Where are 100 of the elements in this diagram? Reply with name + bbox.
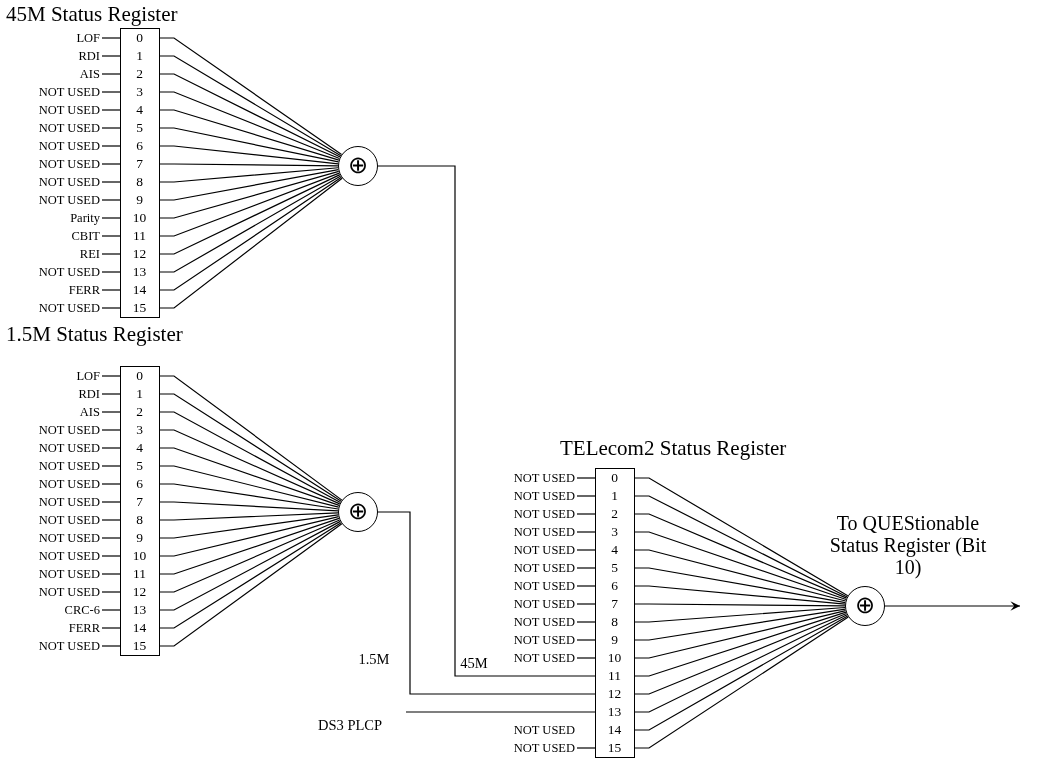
connector-line bbox=[159, 169, 339, 201]
register-title: 45M Status Register bbox=[6, 2, 178, 26]
connector-line bbox=[634, 611, 847, 677]
signal-label: NOT USED bbox=[495, 560, 575, 576]
bit-number: 13 bbox=[121, 263, 158, 281]
signal-label: NOT USED bbox=[20, 548, 100, 564]
bit-number: 9 bbox=[121, 191, 158, 209]
bit-number: 13 bbox=[121, 601, 158, 619]
signal-label: NOT USED bbox=[20, 120, 100, 136]
connector-line bbox=[634, 531, 847, 601]
connector-line bbox=[101, 393, 121, 395]
connector-line bbox=[159, 429, 341, 505]
connector-line bbox=[159, 522, 342, 629]
connector-line bbox=[159, 73, 341, 158]
connector-line bbox=[159, 501, 339, 512]
connector-line bbox=[159, 447, 340, 507]
register-title: 1.5M Status Register bbox=[6, 322, 183, 346]
connector-line bbox=[101, 109, 121, 111]
bit-number: 10 bbox=[596, 649, 633, 667]
connector-line bbox=[159, 514, 339, 539]
signal-label: REI bbox=[20, 246, 100, 262]
connector-line bbox=[576, 531, 596, 533]
signal-label: NOT USED bbox=[495, 650, 575, 666]
connector-line bbox=[101, 37, 121, 39]
connector-line bbox=[101, 181, 121, 183]
signal-label: NOT USED bbox=[20, 174, 100, 190]
connector-line bbox=[634, 567, 846, 604]
bit-number: 8 bbox=[596, 613, 633, 631]
bit-number: 1 bbox=[121, 47, 158, 65]
bit-number: 9 bbox=[596, 631, 633, 649]
signal-label: CBIT bbox=[20, 228, 100, 244]
connector-line bbox=[101, 217, 121, 219]
connector-line bbox=[159, 109, 340, 161]
bit-number: 6 bbox=[596, 577, 633, 595]
connector-line bbox=[101, 199, 121, 201]
connector-line bbox=[159, 172, 340, 237]
connector-line bbox=[159, 520, 341, 611]
connector-line bbox=[101, 627, 121, 629]
bit-number: 11 bbox=[121, 227, 158, 245]
signal-label: FERR bbox=[20, 282, 100, 298]
signal-label: NOT USED bbox=[20, 192, 100, 208]
bit-number: 12 bbox=[121, 583, 158, 601]
connector-line bbox=[576, 495, 596, 497]
or-gate-circle: ⊕ bbox=[338, 146, 378, 186]
connector-line bbox=[101, 375, 121, 377]
signal-label: AIS bbox=[20, 66, 100, 82]
connector-line bbox=[576, 639, 596, 641]
bit-number: 6 bbox=[121, 137, 158, 155]
edge-label: To QUEStionable Status Register (Bit 10) bbox=[828, 512, 988, 578]
connector-line bbox=[101, 609, 121, 611]
signal-label: NOT USED bbox=[20, 300, 100, 316]
signal-label: NOT USED bbox=[20, 494, 100, 510]
bit-number: 0 bbox=[121, 367, 158, 385]
signal-label: NOT USED bbox=[495, 542, 575, 558]
connector-line bbox=[159, 523, 343, 647]
connector-line bbox=[101, 555, 121, 557]
connector-line bbox=[159, 465, 340, 508]
connector-line bbox=[634, 606, 846, 623]
signal-label: NOT USED bbox=[495, 470, 575, 486]
connector-line bbox=[101, 163, 121, 165]
bit-number: 7 bbox=[121, 155, 158, 173]
connector-line bbox=[576, 549, 596, 551]
connector-line bbox=[159, 37, 343, 156]
signal-label: NOT USED bbox=[20, 422, 100, 438]
connector-line bbox=[634, 608, 846, 641]
signal-label: NOT USED bbox=[20, 638, 100, 654]
connector-line bbox=[576, 513, 596, 515]
signal-label: DS3 PLCP bbox=[318, 716, 402, 734]
signal-label: NOT USED bbox=[512, 722, 575, 738]
bit-number: 10 bbox=[121, 209, 158, 227]
connector-line bbox=[101, 91, 121, 93]
bit-number: 3 bbox=[596, 523, 633, 541]
connector-line bbox=[101, 573, 121, 575]
bit-number: 7 bbox=[121, 493, 158, 511]
connector-line bbox=[405, 711, 596, 713]
connector-line bbox=[576, 747, 596, 749]
bit-number: 9 bbox=[121, 529, 158, 547]
connector-line bbox=[576, 657, 596, 659]
bit-number: 15 bbox=[121, 637, 158, 655]
signal-label: FERR bbox=[20, 620, 100, 636]
connector-line bbox=[101, 447, 121, 449]
connector-line bbox=[634, 612, 848, 695]
signal-label: AIS bbox=[20, 404, 100, 420]
arrow bbox=[884, 601, 1021, 611]
bit-number: 15 bbox=[121, 299, 158, 317]
connector-line bbox=[101, 73, 121, 75]
connector-line bbox=[101, 145, 121, 147]
connector-line bbox=[159, 91, 341, 160]
signal-label: Parity bbox=[20, 210, 100, 226]
connector-line bbox=[634, 585, 846, 605]
connector-line bbox=[576, 585, 596, 587]
connector-line bbox=[634, 477, 849, 597]
signal-label: NOT USED bbox=[495, 488, 575, 504]
connector-line bbox=[101, 253, 121, 255]
connector-line bbox=[576, 477, 596, 479]
bit-number: 5 bbox=[596, 559, 633, 577]
bit-number: 1 bbox=[121, 385, 158, 403]
signal-label: CRC-6 bbox=[20, 602, 100, 618]
signal-label: NOT USED bbox=[495, 632, 575, 648]
connector-line bbox=[101, 289, 121, 291]
